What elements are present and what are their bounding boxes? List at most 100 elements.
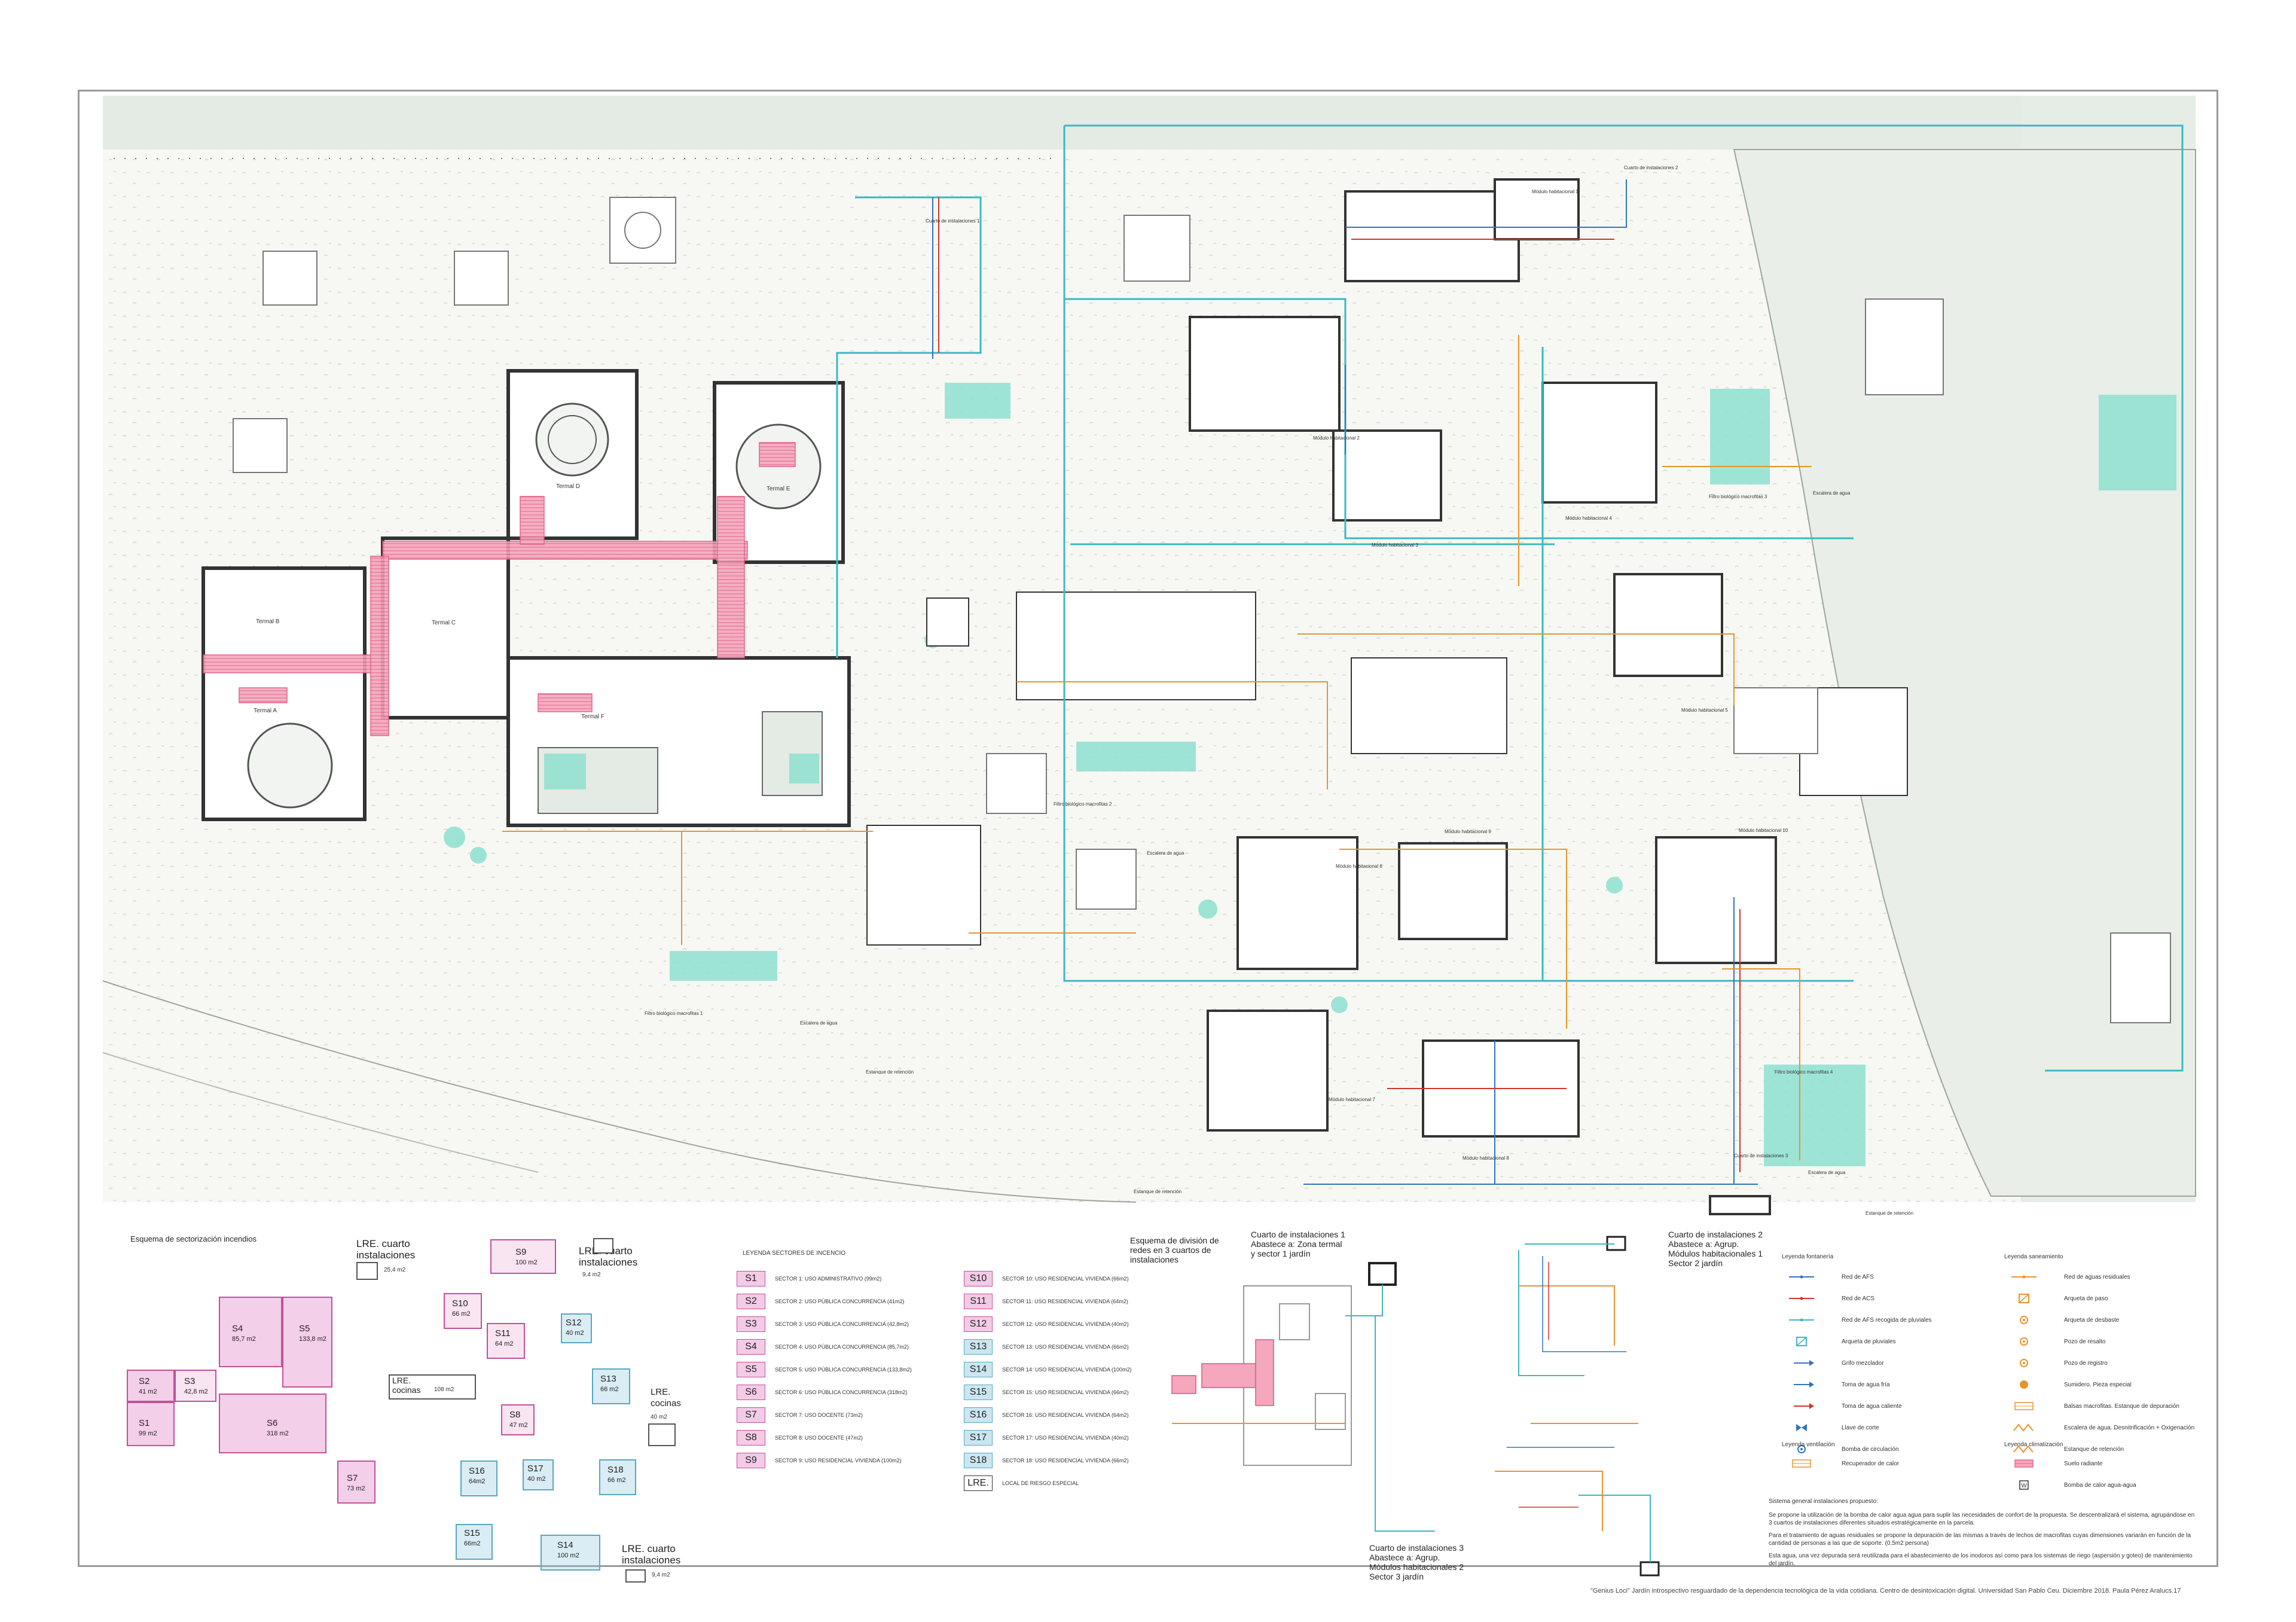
residuales-line-icon bbox=[2010, 1272, 2038, 1282]
west-slope bbox=[102, 980, 1137, 1203]
footer-credit: "Genius Loci" Jardín introspectivo resgu… bbox=[1590, 1587, 2181, 1594]
balsas-macrofitas-icon bbox=[2010, 1401, 2038, 1411]
legend-label: Red de aguas residuales bbox=[2064, 1273, 2130, 1280]
sector-description: SECTOR 14: USO RESIDENCIAL VIVIENDA (100… bbox=[1002, 1367, 1132, 1373]
lre-ci2-label: LRE. cuarto instalaciones bbox=[579, 1245, 638, 1268]
pozo-resalto-icon bbox=[2010, 1336, 2038, 1347]
sector-legend-row: S1 SECTOR 1: USO ADMINISTRATIVO (99m2) bbox=[737, 1270, 881, 1287]
suelo-radiante bbox=[203, 442, 796, 736]
legend-row: Arqueta de desbaste bbox=[2010, 1312, 2119, 1328]
legend-label: Red de AFS bbox=[1842, 1273, 1874, 1280]
leyenda-fontaneria-title: Leyenda fontanería bbox=[1782, 1254, 1834, 1260]
sector-legend-row: LRE.LOCAL DE RIESGO ESPECIAL bbox=[964, 1475, 1079, 1492]
sector-code: S14 bbox=[964, 1362, 993, 1377]
grifo-mezclador-icon bbox=[1788, 1358, 1815, 1368]
zone-s13 bbox=[592, 1368, 630, 1404]
legend-label: Pozo de registro bbox=[2064, 1359, 2108, 1367]
label-estanque-2: Estanque de retención bbox=[1134, 1189, 1182, 1194]
sumidero-icon bbox=[2010, 1379, 2038, 1390]
sector-description: SECTOR 5: USO PÚBLICA CONCURRENCIA (133,… bbox=[775, 1367, 912, 1373]
acs-line-icon bbox=[1788, 1293, 1815, 1304]
bomba-circulacion-icon bbox=[1788, 1444, 1815, 1455]
sheet-frame bbox=[78, 90, 2218, 1567]
legend-label: Toma de agua fría bbox=[1842, 1381, 1890, 1388]
modules bbox=[1189, 178, 1777, 1215]
label-termal-d: Termal D bbox=[556, 483, 581, 490]
label-termal-f: Termal F bbox=[581, 714, 604, 720]
zone-s1 bbox=[127, 1402, 175, 1446]
sector-code: S17 bbox=[964, 1430, 993, 1446]
notes-p3: Esta agua, una vez depurada será reutili… bbox=[1769, 1553, 2193, 1567]
division-c2: Cuarto de instalaciones 2 Abastece a: Ag… bbox=[1668, 1230, 1763, 1268]
lre-ci1-area: 25,4 m2 bbox=[384, 1267, 406, 1273]
sector-code: S5 bbox=[737, 1362, 765, 1377]
label-modulo-7: Módulo habitacional 7 bbox=[1329, 1097, 1375, 1102]
zone-s4 bbox=[219, 1297, 282, 1367]
sector-code: S12 bbox=[964, 1316, 993, 1332]
division-c1: Cuarto de instalaciones 1 Abastece a: Zo… bbox=[1251, 1230, 1345, 1258]
sector-description: SECTOR 11: USO RESIDENCIAL VIVIENDA (64m… bbox=[1002, 1298, 1128, 1304]
sector-description: SECTOR 10: USO RESIDENCIAL VIVIENDA (66m… bbox=[1002, 1276, 1129, 1282]
estanque-retencion-icon bbox=[2010, 1444, 2038, 1455]
lre-cocinas-left-label: LRE. cocinas bbox=[392, 1376, 421, 1395]
lre-ci3-area: 9,4 m2 bbox=[652, 1572, 670, 1578]
leyenda-saneamiento-title: Leyenda saneamiento bbox=[2004, 1254, 2063, 1260]
zone-s9 bbox=[490, 1239, 556, 1274]
red-acs bbox=[938, 197, 1741, 1172]
arqueta-pluviales-icon bbox=[1788, 1336, 1815, 1347]
svg-text:W: W bbox=[2021, 1483, 2027, 1489]
legend-label: Escalera de agua. Desnitrificación + Oxi… bbox=[2064, 1424, 2195, 1431]
label-estanque-3: Estanque de retención bbox=[1866, 1211, 1914, 1216]
legend-label: Llave de corte bbox=[1842, 1424, 1879, 1431]
legend-label: Grifo mezclador bbox=[1842, 1359, 1884, 1367]
zone-s11 bbox=[487, 1323, 525, 1359]
pozo-registro-icon bbox=[2010, 1358, 2038, 1368]
label-filtro-2: Filtro biológico macrofitas 2 bbox=[1054, 801, 1112, 807]
label-modulo-3: Módulo habitacional 3 bbox=[1372, 542, 1418, 548]
sector-description: SECTOR 1: USO ADMINISTRATIVO (99m2) bbox=[775, 1276, 882, 1282]
bomba-calor-icon: W bbox=[2010, 1480, 2038, 1490]
legend-row: Sumidero. Pieza especial bbox=[2010, 1377, 2132, 1392]
label-termal-a: Termal A bbox=[254, 708, 277, 714]
label-filtro-4: Filtro biológico macrofitas 4 bbox=[1775, 1069, 1833, 1075]
lre-cocinas-left-area: 108 m2 bbox=[434, 1386, 454, 1393]
sector-code: LRE. bbox=[964, 1475, 993, 1491]
sector-description: SECTOR 2: USO PÚBLICA CONCURRENCIA (41m2… bbox=[775, 1298, 905, 1304]
lre-ci3-label: LRE. cuarto instalaciones bbox=[622, 1543, 681, 1566]
label-modulo-10: Módulo habitacional 10 bbox=[1739, 828, 1788, 833]
sectorizacion-title: Esquema de sectorización incendios bbox=[130, 1234, 257, 1243]
label-modulo-6: Módulo habitacional 6 bbox=[1336, 864, 1382, 869]
notes-p2: Para el tratamiento de aguas residuales … bbox=[1769, 1532, 2191, 1547]
lre-ci1-label: LRE. cuarto instalaciones bbox=[356, 1238, 416, 1261]
zone-s12 bbox=[561, 1313, 592, 1343]
zone-s10 bbox=[444, 1293, 482, 1329]
sector-description: SECTOR 6: USO PÚBLICA CONCURRENCIA (318m… bbox=[775, 1389, 908, 1395]
sector-description: SECTOR 15: USO RESIDENCIAL VIVIENDA (66m… bbox=[1002, 1389, 1129, 1395]
sector-code: S7 bbox=[737, 1407, 765, 1423]
red-afs bbox=[932, 179, 1758, 1185]
sector-description: SECTOR 16: USO RESIDENCIAL VIVIENDA (64m… bbox=[1002, 1412, 1129, 1418]
label-modulo-8: Módulo habitacional 8 bbox=[1463, 1155, 1509, 1161]
legend-label: Estanque de retención bbox=[2064, 1446, 2124, 1453]
zone-s16 bbox=[460, 1461, 497, 1496]
label-escalera-3: Escalera de agua bbox=[1813, 490, 1851, 496]
sector-code: S2 bbox=[737, 1294, 765, 1309]
legend-row: Llave de corte bbox=[1788, 1420, 1879, 1435]
sector-code: S1 bbox=[737, 1271, 765, 1286]
legend-row: Red de aguas residuales bbox=[2010, 1269, 2130, 1285]
zone-s18 bbox=[599, 1459, 636, 1495]
